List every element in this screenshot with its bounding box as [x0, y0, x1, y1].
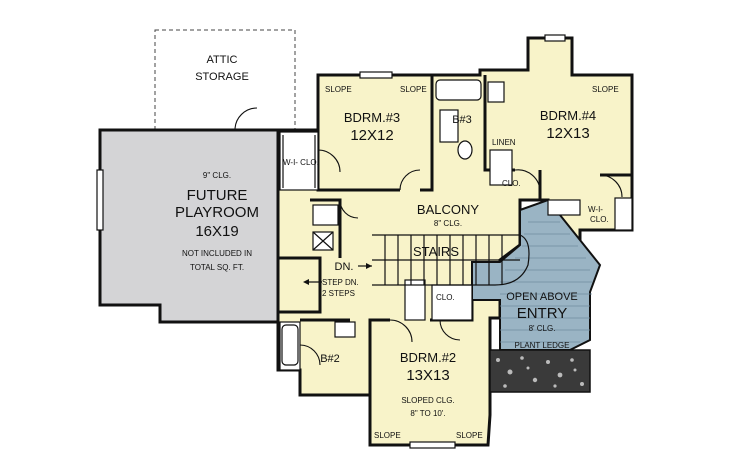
wi-clo-bdrm4-label-a: W-I- [588, 205, 603, 214]
linen-label: LINEN [492, 138, 516, 147]
step-dn-label: STEP DN. [322, 278, 359, 287]
entry-sub-label: 8' CLG. [529, 324, 556, 333]
total-sqft-label: TOTAL SQ. FT. [190, 263, 244, 272]
future-label: FUTURE [187, 187, 248, 204]
clo-label-bdrm2: CLO. [436, 293, 455, 302]
playroom-clg-label: 9" CLG. [203, 171, 231, 180]
bdrm3-size-label: 12X12 [350, 127, 393, 144]
door-swings [299, 149, 623, 366]
bdrm2-slope-left: SLOPE [374, 431, 401, 440]
not-included-label: NOT INCLUDED IN [182, 249, 252, 258]
two-steps-label: 2 STEPS [322, 289, 355, 298]
plant-ledge [489, 349, 591, 393]
bath2-label: B#2 [320, 353, 340, 365]
bath-fixtures [281, 79, 505, 366]
dn-label: DN. [335, 261, 354, 273]
entry-label: ENTRY [517, 305, 568, 322]
plant-ledge-label: PLANT LEDGE [515, 341, 570, 350]
bdrm4-size-label: 12X13 [546, 125, 589, 142]
sloped-range-label: 8" TO 10'. [410, 409, 445, 418]
balcony-clg-label: 8" CLG. [434, 219, 462, 228]
stairs-label: STAIRS [413, 244, 459, 259]
playroom-size-label: 16X19 [195, 223, 238, 240]
sloped-clg-label: SLOPED CLG. [401, 396, 454, 405]
stairs-drawing [303, 234, 530, 286]
wi-clo-bdrm3-label: W-I- CLO. [283, 158, 319, 167]
bdrm2-slope-right: SLOPE [456, 431, 483, 440]
bdrm3-slope-left: SLOPE [325, 85, 352, 94]
attic-label: ATTIC [207, 54, 238, 66]
entry-hatch [500, 221, 592, 343]
bdrm3-label: BDRM.#3 [344, 110, 400, 125]
open-above-label: OPEN ABOVE [506, 291, 578, 303]
windows [96, 34, 566, 449]
bdrm2-size-label: 13X13 [406, 367, 449, 384]
bdrm4-label: BDRM.#4 [540, 108, 596, 123]
playroom-label: PLAYROOM [175, 204, 259, 221]
bdrm3-slope-right: SLOPE [400, 85, 427, 94]
storage-label: STORAGE [195, 71, 249, 83]
balcony-label: BALCONY [417, 202, 479, 217]
bdrm4-slope-label: SLOPE [592, 85, 619, 94]
bath3-label: B#3 [452, 114, 472, 126]
clo-label-balcony: CLO. [502, 179, 521, 188]
wi-clo-bdrm4-label-b: CLO. [590, 215, 609, 224]
bdrm2-label: BDRM.#2 [400, 350, 456, 365]
